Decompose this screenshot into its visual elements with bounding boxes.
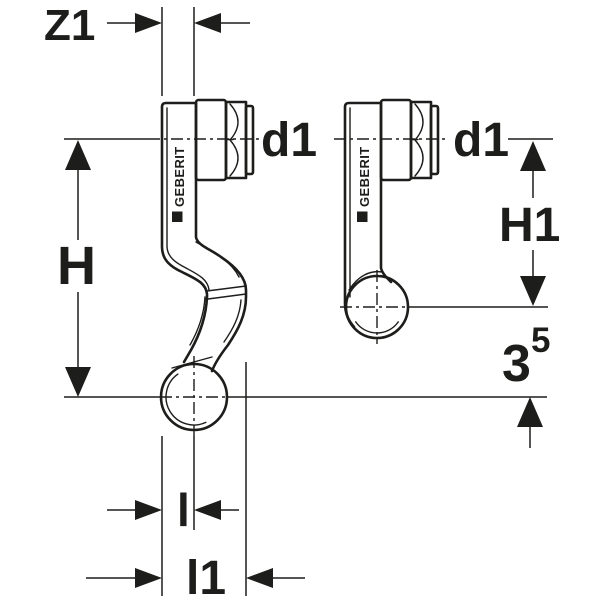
dimension-h: H	[57, 140, 96, 397]
left-union-nut	[194, 98, 255, 182]
offset-value-label: 3	[502, 335, 531, 393]
offset-arrowhead	[517, 397, 543, 427]
left-outlet-inner-arc	[165, 373, 207, 426]
dimension-z1: Z1	[44, 1, 250, 96]
geberit-logo-left: GEBERIT	[172, 146, 187, 222]
z1-arrowheads	[135, 13, 221, 33]
z1-label: Z1	[44, 1, 95, 50]
l-extension-lines	[161, 436, 195, 596]
left-fitting-inner-lines	[166, 107, 247, 369]
geberit-logo-text: GEBERIT	[172, 146, 187, 207]
l1-label: l1	[186, 552, 226, 600]
h-arrowheads	[65, 140, 91, 397]
dimension-l: l	[107, 436, 239, 596]
right-fitting-body-outline	[343, 101, 393, 329]
right-fitting: GEBERIT	[343, 98, 440, 340]
centerlines	[64, 138, 553, 436]
h-label: H	[57, 236, 96, 296]
l-arrowheads	[135, 500, 221, 520]
offset-superscript-label: 5	[531, 321, 550, 360]
z1-dimension-lines	[107, 7, 250, 96]
left-fitting: GEBERIT	[159, 98, 255, 432]
geberit-logo-square	[172, 211, 183, 222]
h1-label: H1	[499, 199, 560, 252]
d1-left-label: d1	[261, 114, 317, 167]
right-union-nut	[379, 98, 440, 182]
dimension-l1: l1	[86, 362, 305, 600]
d1-right-label: d1	[453, 114, 509, 167]
geberit-logo-square	[357, 211, 368, 222]
geberit-logo-text: GEBERIT	[357, 146, 372, 207]
geberit-logo-right: GEBERIT	[357, 146, 372, 222]
dimension-h1: H1	[499, 141, 560, 306]
dimension-offset-35: 3 5	[502, 321, 550, 448]
l-label: l	[177, 484, 190, 536]
right-outlet-circle	[344, 274, 410, 340]
